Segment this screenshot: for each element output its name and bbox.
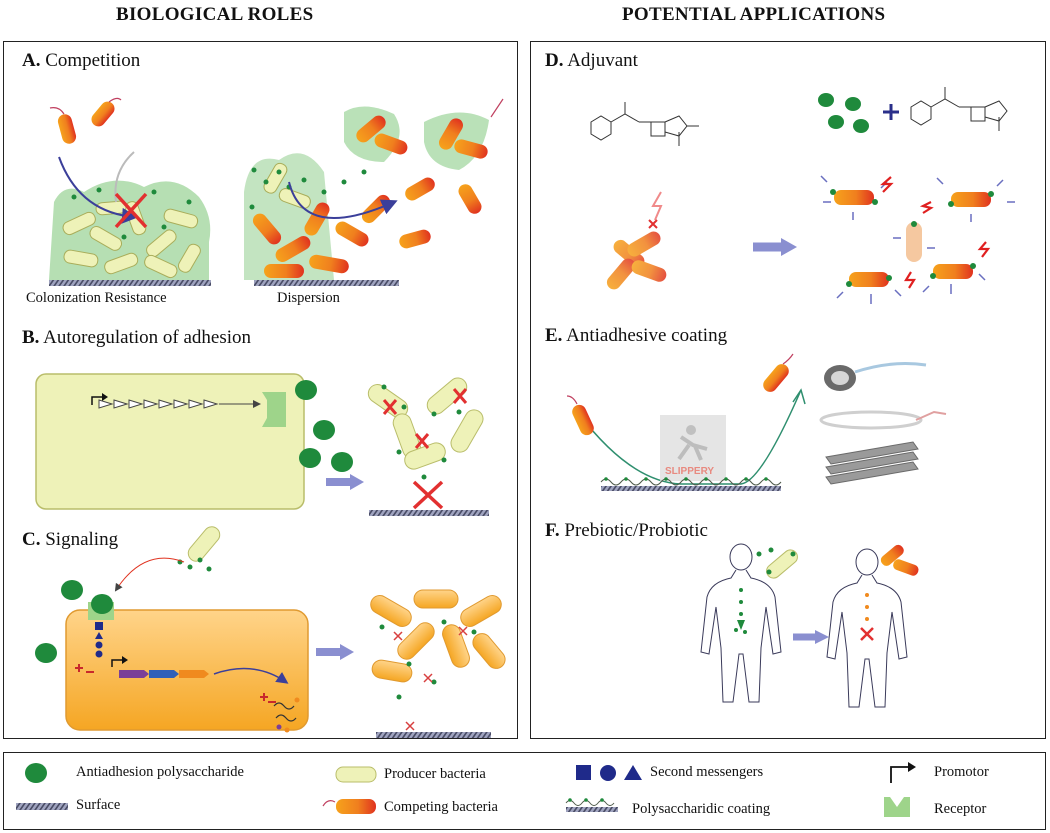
legend-competing-label: Competing bacteria — [384, 799, 498, 815]
section-a-figure — [35, 97, 506, 738]
legend-box: Antiadhesion polysaccharide Surface Prod… — [3, 752, 1046, 830]
polysaccharide-icon — [25, 763, 47, 783]
section-f-title: F. Prebiotic/Probiotic — [545, 520, 708, 541]
heading-biological-roles: BIOLOGICAL ROLES — [116, 4, 314, 25]
promotor-icon — [890, 766, 912, 783]
potential-applications-panel: D. Adjuvant E. Antiadhesive coating F. P… — [530, 41, 1046, 739]
human-silhouette-left — [700, 543, 782, 703]
biological-roles-panel: A. Competition — [3, 41, 518, 739]
applications-figure: SLIPPERY — [566, 87, 1015, 708]
legend-promotor-label: Promotor — [934, 764, 989, 780]
section-d-title: D. Adjuvant — [545, 50, 638, 71]
legend-receptor-label: Receptor — [934, 801, 987, 817]
legend-second-messengers-label: Second messengers — [650, 764, 764, 780]
square-messenger-icon — [576, 765, 591, 780]
section-e-title: E. Antiadhesive coating — [545, 325, 728, 346]
section-c-title: C. Signaling — [22, 529, 119, 550]
treated-bacteria — [834, 190, 991, 287]
antibiotic-structure-right — [910, 87, 1008, 131]
surface-icon — [16, 803, 68, 810]
producer-bacteria-icon — [335, 766, 377, 783]
polysaccharidic-coating-e — [600, 477, 782, 486]
legend-coating-label: Polysaccharidic coating — [632, 801, 771, 817]
antibiotic-structure-left — [590, 102, 699, 146]
section-b-title: B. Autoregulation of adhesion — [22, 327, 252, 348]
legend-producer-label: Producer bacteria — [384, 766, 486, 782]
legend-antiadhesion-label: Antiadhesion polysaccharide — [76, 764, 244, 780]
legend-surface-label: Surface — [76, 797, 121, 813]
circle-messenger-icon — [600, 765, 616, 781]
caption-dispersion: Dispersion — [277, 290, 340, 306]
receptor-icon — [884, 797, 910, 817]
polysaccharidic-coating-icon — [565, 798, 618, 812]
heading-potential-applications: POTENTIAL APPLICATIONS — [622, 4, 886, 25]
section-a-title: A. Competition — [22, 50, 141, 71]
slippery-sign-label: SLIPPERY — [665, 466, 714, 477]
polysaccharide-dots-d — [818, 93, 869, 133]
human-silhouette-right — [826, 548, 908, 708]
caption-colonization-resistance: Colonization Resistance — [26, 290, 167, 306]
legend-symbols — [16, 762, 916, 817]
competing-bacteria-icon — [336, 799, 376, 814]
triangle-messenger-icon — [624, 765, 642, 780]
